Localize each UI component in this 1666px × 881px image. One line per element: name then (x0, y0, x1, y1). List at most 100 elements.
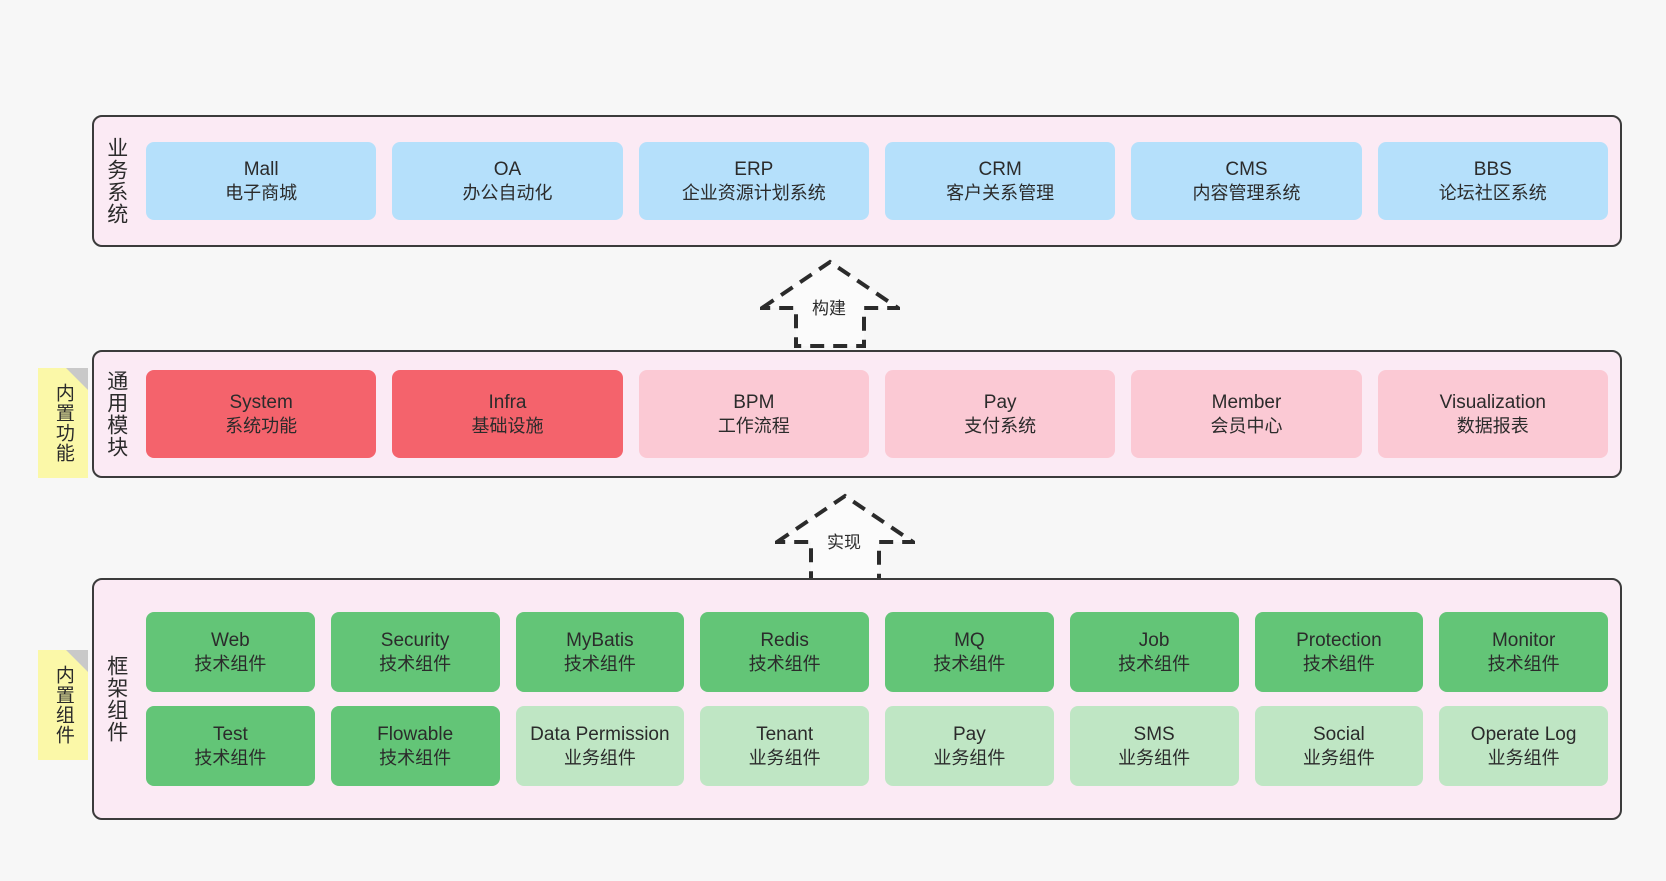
framework-note-label: 内置组件 (52, 665, 74, 745)
box-title: Redis (760, 629, 809, 651)
box-title: Member (1211, 391, 1282, 413)
framework-layer-note: 内置组件 (38, 650, 88, 760)
box-subtitle: 技术组件 (194, 653, 267, 674)
box-title: Pay (983, 391, 1017, 413)
box-subtitle: 技术组件 (1302, 653, 1375, 674)
box-subtitle: 业务组件 (1487, 747, 1560, 768)
box-title: MyBatis (566, 629, 634, 651)
box-subtitle: 技术组件 (1487, 653, 1560, 674)
box-title: CRM (978, 158, 1022, 180)
box-title: Test (212, 723, 248, 745)
box-subtitle: 技术组件 (1118, 653, 1191, 674)
box-title: Web (211, 629, 250, 651)
box-subtitle: 论坛社区系统 (1438, 182, 1547, 203)
box-subtitle: 技术组件 (194, 747, 267, 768)
box-title: ERP (734, 158, 774, 180)
box-title: SMS (1133, 723, 1175, 745)
note-fold-corner-icon (66, 368, 88, 390)
box-title: BPM (733, 391, 775, 413)
box-title: Data Permission (530, 723, 670, 745)
box-title: Pay (953, 723, 986, 745)
box-title: Infra (488, 391, 527, 413)
box-title: Job (1138, 629, 1170, 651)
box-subtitle: 办公自动化 (462, 182, 553, 203)
box-subtitle: 技术组件 (379, 653, 452, 674)
box-subtitle: 业务组件 (933, 747, 1006, 768)
box-title: Tenant (756, 723, 814, 745)
box-subtitle: 会员中心 (1210, 415, 1283, 436)
box-subtitle: 企业资源计划系统 (681, 182, 826, 203)
box-subtitle: 工作流程 (717, 415, 790, 436)
build-arrow-label: 构建 (812, 299, 846, 318)
box-title: Security (380, 629, 450, 651)
box-title: MQ (954, 629, 985, 651)
module-layer-note: 内置功能 (38, 368, 88, 478)
box-title: OA (493, 158, 522, 180)
box-subtitle: 业务组件 (1118, 747, 1191, 768)
box-title: CMS (1225, 158, 1268, 180)
box-title: BBS (1473, 158, 1512, 180)
box-subtitle: 客户关系管理 (946, 182, 1055, 203)
box-title: Mall (243, 158, 279, 180)
box-subtitle: 业务组件 (1302, 747, 1375, 768)
box-subtitle: 电子商城 (225, 182, 298, 203)
box-subtitle: 支付系统 (964, 415, 1037, 436)
box-subtitle: 业务组件 (563, 747, 636, 768)
box-subtitle: 技术组件 (563, 653, 636, 674)
box-title: System (229, 391, 293, 413)
module-layer-title: 通用模块 (104, 370, 128, 458)
box-title: Operate Log (1470, 723, 1577, 745)
box-subtitle: 技术组件 (379, 747, 452, 768)
box-subtitle: 系统功能 (225, 415, 298, 436)
box-subtitle: 内容管理系统 (1192, 182, 1301, 203)
box-title: Flowable (377, 723, 454, 745)
box-subtitle: 技术组件 (748, 653, 821, 674)
framework-layer-title: 框架组件 (104, 655, 128, 743)
box-subtitle: 业务组件 (748, 747, 821, 768)
box-title: Monitor (1491, 629, 1556, 651)
box-title: Protection (1296, 629, 1382, 651)
module-note-label: 内置功能 (52, 383, 74, 463)
box-subtitle: 技术组件 (933, 653, 1006, 674)
box-title: Visualization (1439, 391, 1546, 413)
note-fold-corner-icon (66, 650, 88, 672)
implement-arrow-label: 实现 (827, 533, 861, 552)
